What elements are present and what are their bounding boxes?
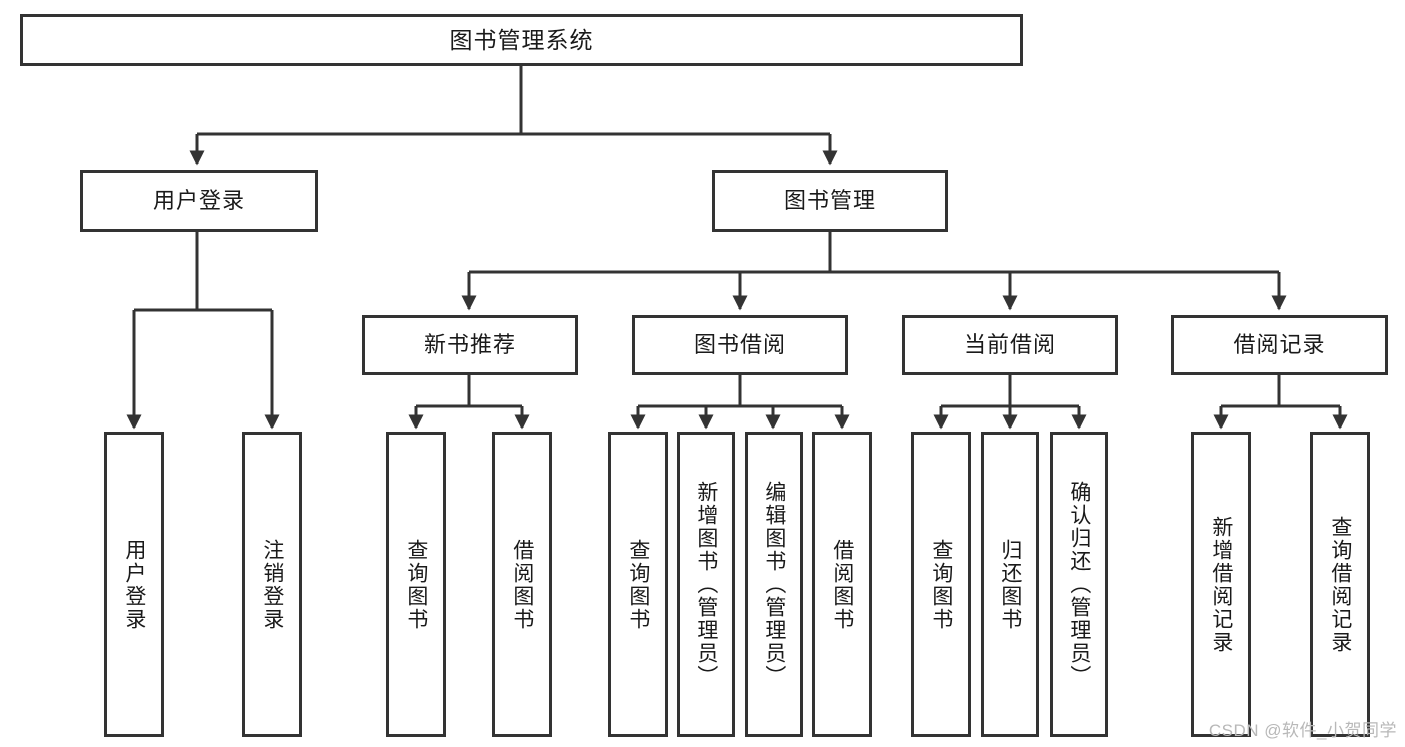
node-current-borrowing[interactable]: 当前借阅 bbox=[902, 315, 1118, 375]
node-book-borrowing[interactable]: 图书借阅 bbox=[632, 315, 848, 375]
node-label: 查询图书 bbox=[404, 538, 428, 631]
node-label: 编辑图书（管理员） bbox=[762, 481, 786, 688]
node-label: 图书借阅 bbox=[693, 332, 786, 358]
node-root-book-management-system[interactable]: 图书管理系统 bbox=[20, 14, 1023, 66]
node-label: 新增图书（管理员） bbox=[694, 481, 718, 688]
node-label: 查询借阅记录 bbox=[1328, 515, 1352, 654]
leaf-query-book-current-borrowing[interactable]: 查询图书 bbox=[911, 432, 971, 737]
node-label: 当前借阅 bbox=[963, 332, 1056, 358]
node-label: 用户登录 bbox=[122, 538, 146, 631]
leaf-query-book-new-recommendation[interactable]: 查询图书 bbox=[386, 432, 446, 737]
leaf-edit-book-admin[interactable]: 编辑图书（管理员） bbox=[745, 432, 803, 737]
node-label: 图书管理系统 bbox=[449, 26, 594, 53]
leaf-confirm-return-admin[interactable]: 确认归还（管理员） bbox=[1050, 432, 1108, 737]
leaf-user-logout[interactable]: 注销登录 bbox=[242, 432, 302, 737]
leaf-query-book-borrowing[interactable]: 查询图书 bbox=[608, 432, 668, 737]
node-label: 图书管理 bbox=[783, 188, 876, 214]
node-label: 查询图书 bbox=[626, 538, 650, 631]
node-label: 归还图书 bbox=[998, 538, 1022, 631]
node-label: 查询图书 bbox=[929, 538, 953, 631]
node-label: 借阅图书 bbox=[830, 538, 854, 631]
node-label: 注销登录 bbox=[260, 538, 284, 631]
node-borrowing-record[interactable]: 借阅记录 bbox=[1171, 315, 1388, 375]
node-label: 新增借阅记录 bbox=[1209, 515, 1233, 654]
node-book-management[interactable]: 图书管理 bbox=[712, 170, 948, 232]
leaf-borrow-book-borrowing[interactable]: 借阅图书 bbox=[812, 432, 872, 737]
node-label: 用户登录 bbox=[152, 188, 245, 214]
node-label: 借阅图书 bbox=[510, 538, 534, 631]
node-label: 确认归还（管理员） bbox=[1067, 481, 1091, 688]
node-label: 借阅记录 bbox=[1233, 332, 1326, 358]
leaf-add-book-admin[interactable]: 新增图书（管理员） bbox=[677, 432, 735, 737]
leaf-user-login[interactable]: 用户登录 bbox=[104, 432, 164, 737]
csdn-watermark: CSDN @软件_小贺同学 bbox=[1208, 721, 1397, 740]
node-new-book-recommendation[interactable]: 新书推荐 bbox=[362, 315, 578, 375]
node-label: 新书推荐 bbox=[423, 332, 516, 358]
leaf-add-borrow-record[interactable]: 新增借阅记录 bbox=[1191, 432, 1251, 737]
leaf-return-book[interactable]: 归还图书 bbox=[981, 432, 1039, 737]
node-user-login[interactable]: 用户登录 bbox=[80, 170, 318, 232]
leaf-borrow-book-new-recommendation[interactable]: 借阅图书 bbox=[492, 432, 552, 737]
leaf-query-borrow-record[interactable]: 查询借阅记录 bbox=[1310, 432, 1370, 737]
